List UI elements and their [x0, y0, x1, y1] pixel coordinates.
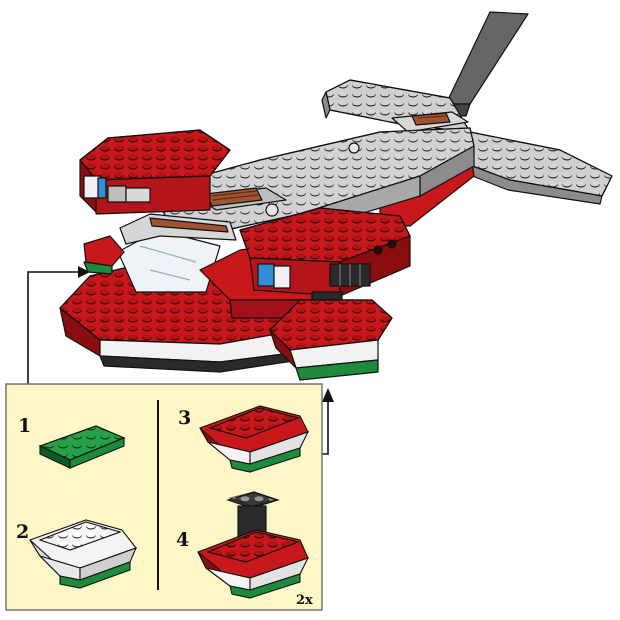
multiplier-label: 2x [296, 593, 313, 608]
cockpit-block [80, 130, 230, 214]
seaplane-model [60, 12, 612, 380]
step-3-number: 3 [178, 407, 191, 429]
step-4-number: 4 [176, 529, 189, 551]
step-2-number: 2 [16, 521, 29, 543]
callout-arrow-right [322, 388, 334, 454]
engine-tube [330, 264, 370, 286]
tail-fin [442, 12, 528, 116]
rear-wing-right [452, 132, 612, 204]
step-1-number: 1 [18, 415, 31, 437]
right-float [270, 300, 392, 380]
